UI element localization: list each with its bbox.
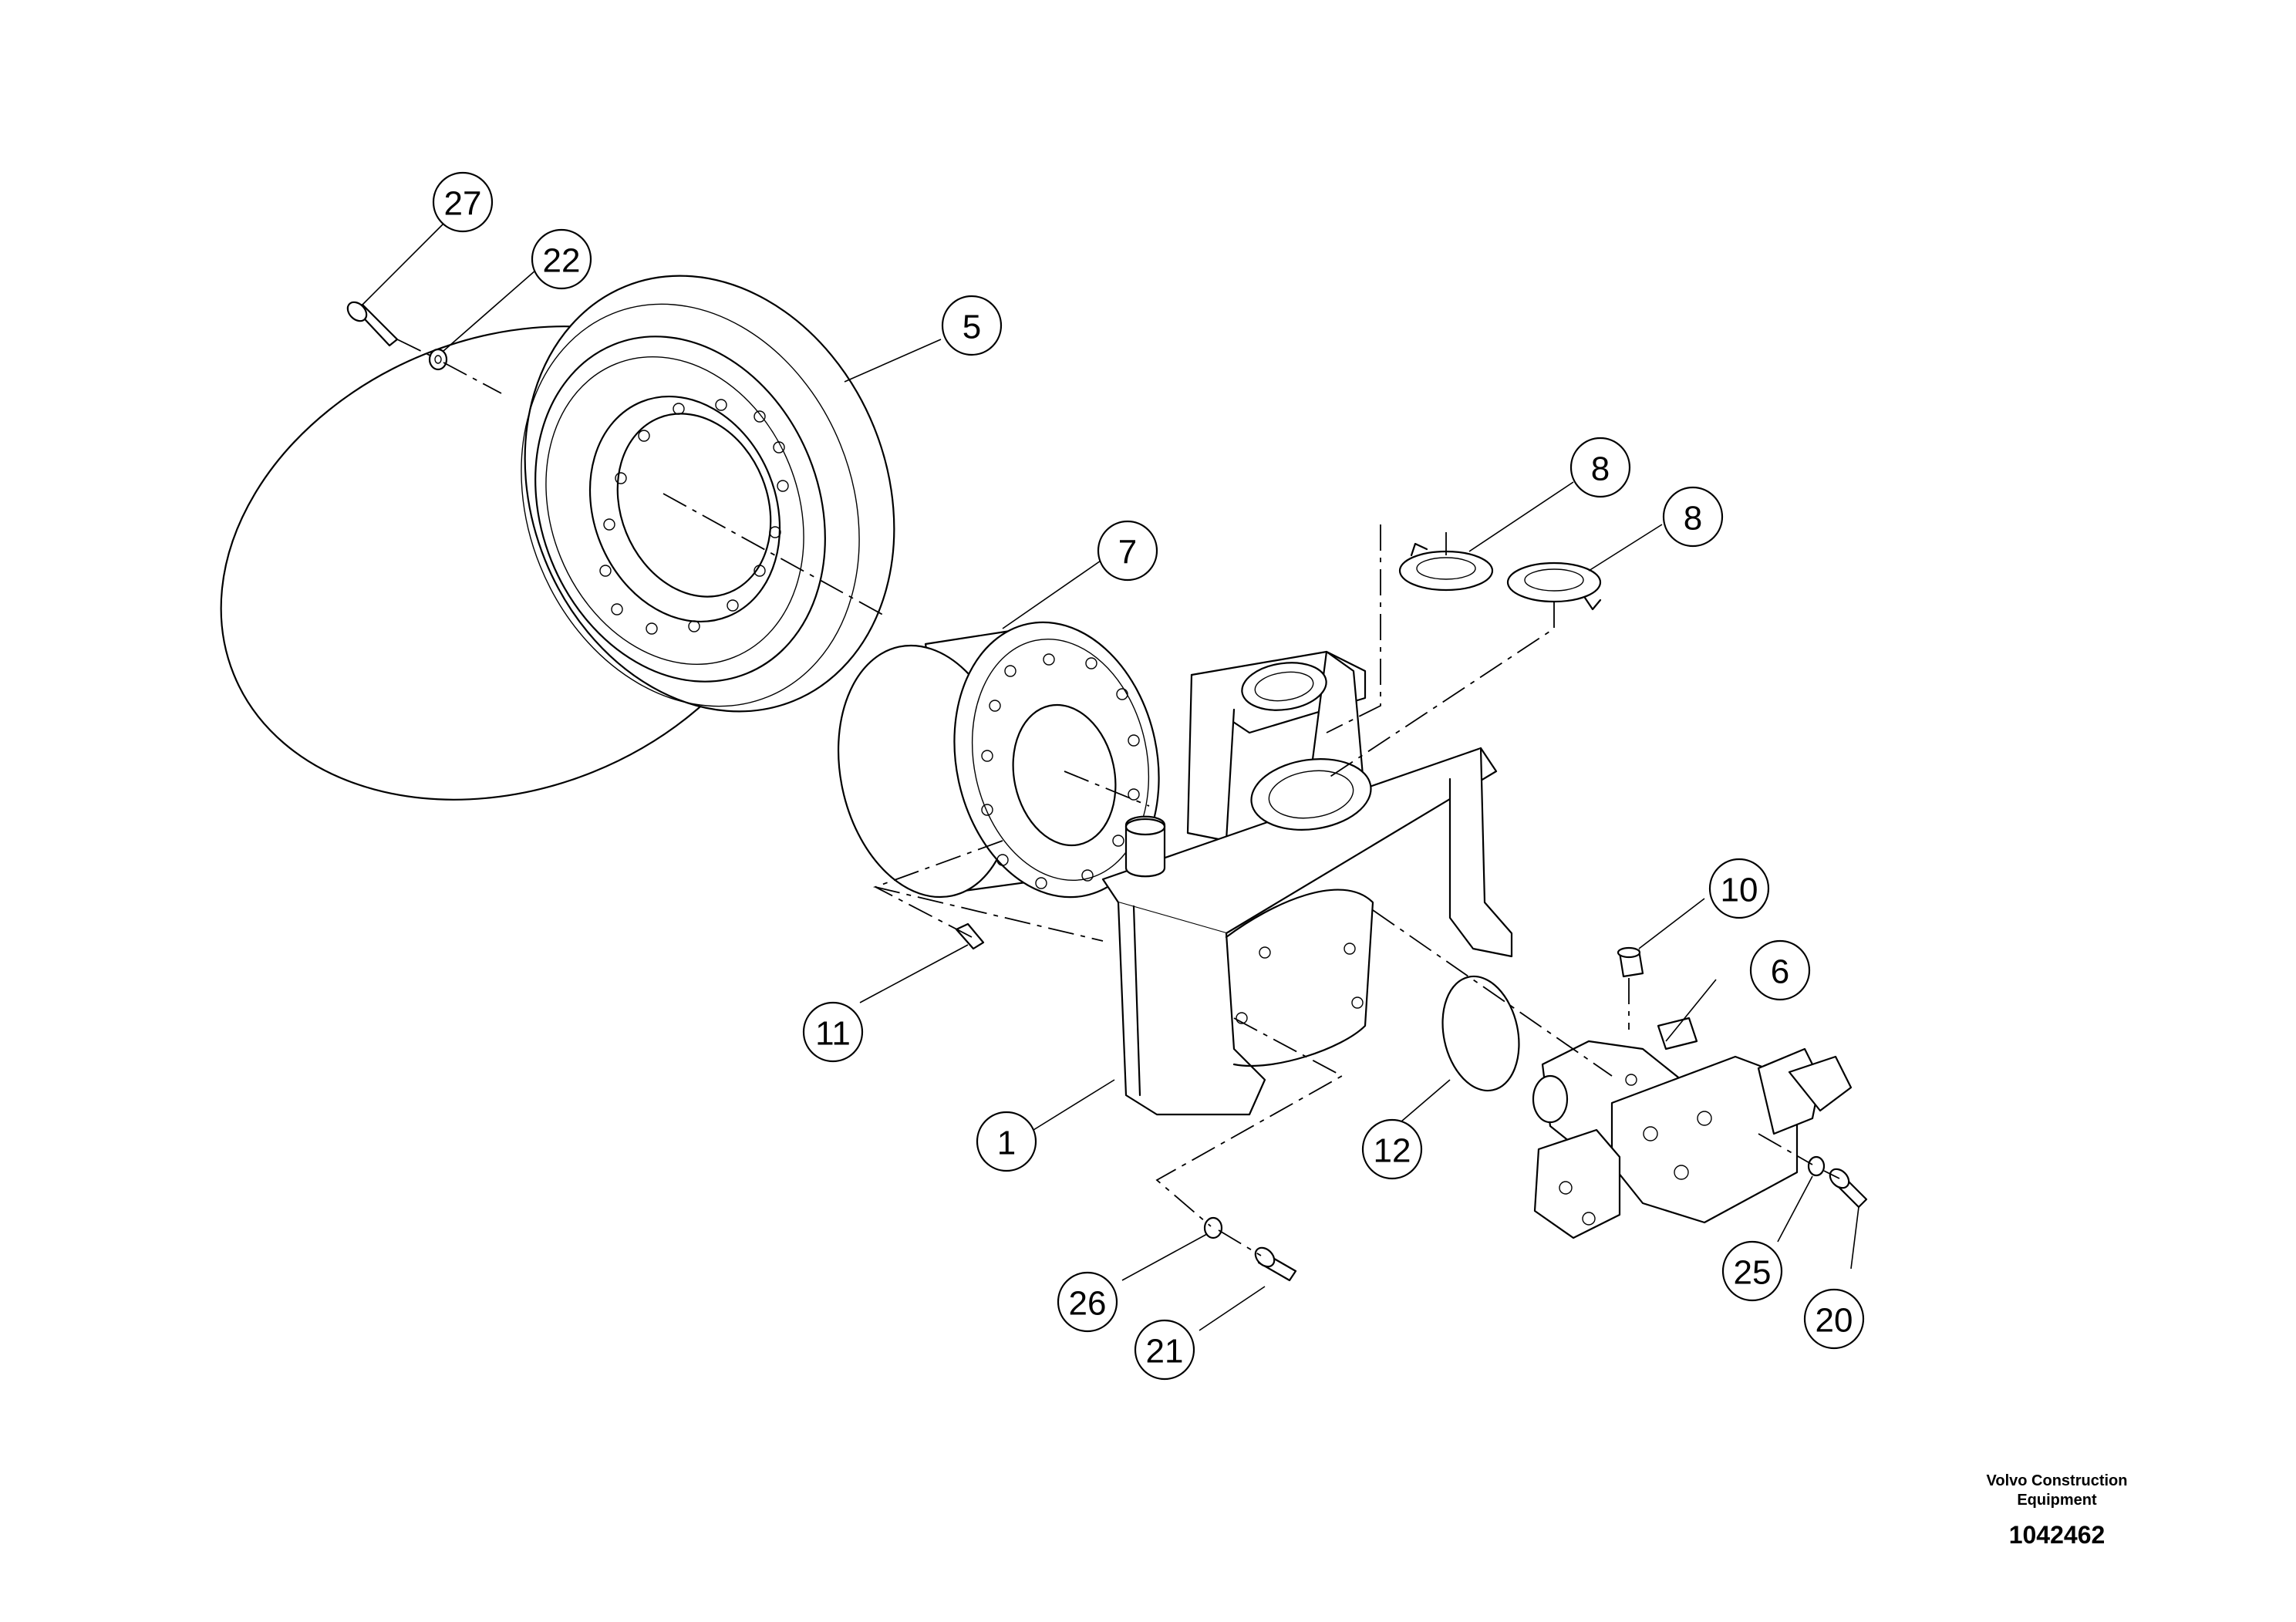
callout-5-label: 5: [963, 309, 981, 346]
callout-8-upper: 8: [1569, 437, 1631, 498]
callout-21-label: 21: [1146, 1333, 1184, 1371]
company-name: Volvo Construction Equipment: [1986, 1472, 2128, 1509]
callout-26: 26: [1057, 1271, 1118, 1333]
callout-20: 20: [1803, 1288, 1865, 1350]
bolt-20: [1829, 1168, 1868, 1209]
assembly-lines: [396, 339, 1840, 1256]
callout-12: 12: [1361, 1118, 1423, 1180]
o-ring: [1441, 975, 1520, 1092]
callout-26-label: 26: [1069, 1285, 1107, 1323]
callout-12-label: 12: [1374, 1132, 1411, 1170]
drawing-number: 1042462: [2008, 1521, 2106, 1549]
callout-1-label: 1: [997, 1125, 1016, 1162]
callout-6: 6: [1749, 939, 1811, 1001]
callout-22-label: 22: [543, 242, 581, 280]
callout-27: 27: [432, 171, 494, 233]
bolt-27: [346, 301, 399, 347]
wheel-hub-gearbox: [837, 621, 1160, 899]
callout-21: 21: [1134, 1319, 1195, 1381]
callout-7-label: 7: [1118, 534, 1137, 572]
callout-11-label: 11: [815, 1015, 851, 1053]
callout-20-label: 20: [1816, 1302, 1853, 1340]
bolt-21: [1254, 1246, 1297, 1282]
callout-25: 25: [1721, 1240, 1783, 1302]
hydraulic-motor-assembly: [1532, 1017, 1853, 1239]
callout-11: 11: [802, 1001, 864, 1063]
callout-8-lower-label: 8: [1684, 500, 1702, 538]
callout-10-label: 10: [1721, 872, 1758, 909]
callout-7: 7: [1097, 520, 1158, 582]
washer-22: [428, 348, 448, 371]
callout-22: 22: [531, 228, 592, 290]
callout-27-label: 27: [444, 185, 482, 223]
callout-10: 10: [1708, 858, 1770, 919]
callout-8-upper-label: 8: [1591, 450, 1610, 488]
leader-lines: [362, 219, 1859, 1331]
washer-26: [1203, 1216, 1223, 1239]
wheel-tire: [220, 275, 895, 801]
steering-frame: [1101, 650, 1513, 1116]
callout-25-label: 25: [1734, 1254, 1772, 1292]
callout-6-label: 6: [1771, 953, 1789, 991]
callout-8-lower: 8: [1662, 486, 1724, 548]
drawing-footer: Volvo Construction Equipment 1042462: [1957, 1472, 2157, 1549]
washer-25: [1807, 1155, 1826, 1177]
callout-5: 5: [941, 295, 1003, 356]
breather-10: [1617, 946, 1644, 978]
callout-1: 1: [976, 1111, 1037, 1172]
